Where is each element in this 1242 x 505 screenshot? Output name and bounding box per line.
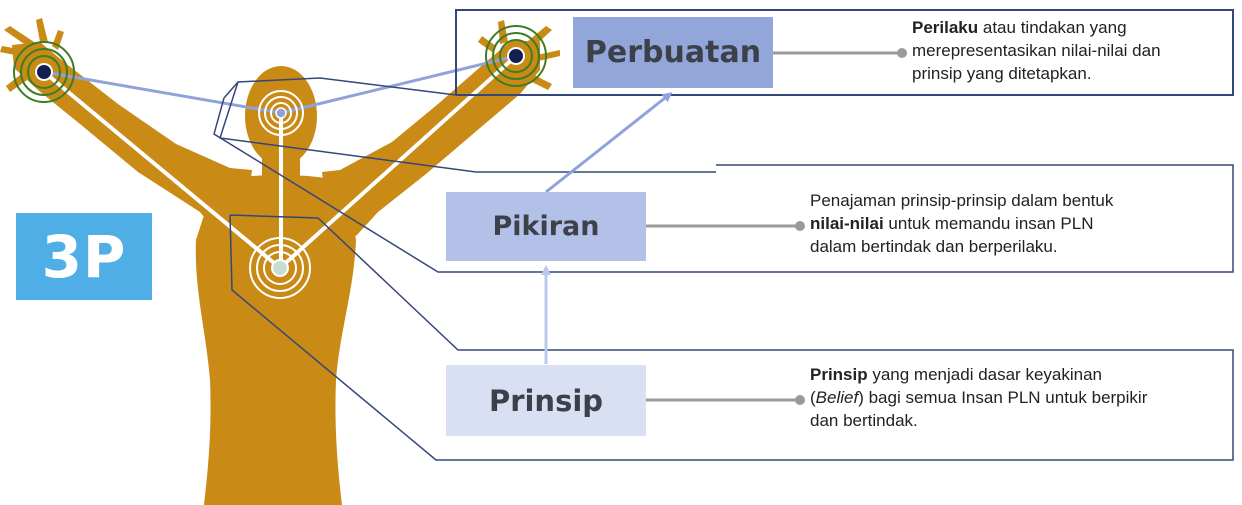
desc-prinsip-line3: dan bertindak. bbox=[810, 411, 918, 430]
callout-outlines bbox=[213, 9, 1234, 461]
desc-perbuatan-line3: prinsip yang ditetapkan. bbox=[912, 64, 1092, 83]
head-target-icon bbox=[258, 90, 304, 136]
desc-pikiran-line3: dalam bertindak dan berperilaku. bbox=[810, 237, 1058, 256]
level-box-prinsip: Prinsip bbox=[446, 365, 646, 436]
description-prinsip: Prinsip yang menjadi dasar keyakinan (Be… bbox=[810, 363, 1230, 432]
hand-target-icon bbox=[485, 25, 547, 87]
desc-prinsip-line2: ) bagi semua Insan PLN untuk berpikir bbox=[858, 388, 1148, 407]
badge-3p: 3P bbox=[16, 213, 152, 300]
arrow-pikiran-to-perbuatan bbox=[545, 92, 673, 194]
desc-perbuatan-line2: merepresentasikan nilai-nilai dan bbox=[912, 41, 1161, 60]
level-box-perbuatan: Perbuatan bbox=[573, 17, 773, 88]
description-perbuatan: Perilaku atau tindakan yang merepresenta… bbox=[912, 16, 1232, 85]
desc-perbuatan-bold: Perilaku bbox=[912, 18, 979, 37]
hand-target-icon bbox=[13, 41, 75, 103]
level-box-pikiran: Pikiran bbox=[446, 192, 646, 261]
desc-pikiran-line2: untuk memandu insan PLN bbox=[883, 214, 1094, 233]
desc-perbuatan-line1: atau tindakan yang bbox=[978, 18, 1127, 37]
desc-prinsip-open: ( bbox=[810, 388, 816, 407]
desc-pikiran-bold: nilai-nilai bbox=[810, 214, 884, 233]
desc-prinsip-bold: Prinsip bbox=[810, 365, 868, 384]
leader-lines bbox=[646, 48, 907, 405]
description-pikiran: Penajaman prinsip-prinsip dalam bentuk n… bbox=[810, 189, 1240, 258]
action-link-lines bbox=[43, 54, 517, 115]
desc-pikiran-line1: Penajaman prinsip-prinsip dalam bentuk bbox=[810, 191, 1114, 210]
desc-prinsip-italic: Belief bbox=[815, 388, 859, 407]
desc-prinsip-line1: yang menjadi dasar keyakinan bbox=[867, 365, 1102, 384]
chest-target-icon bbox=[249, 237, 311, 299]
